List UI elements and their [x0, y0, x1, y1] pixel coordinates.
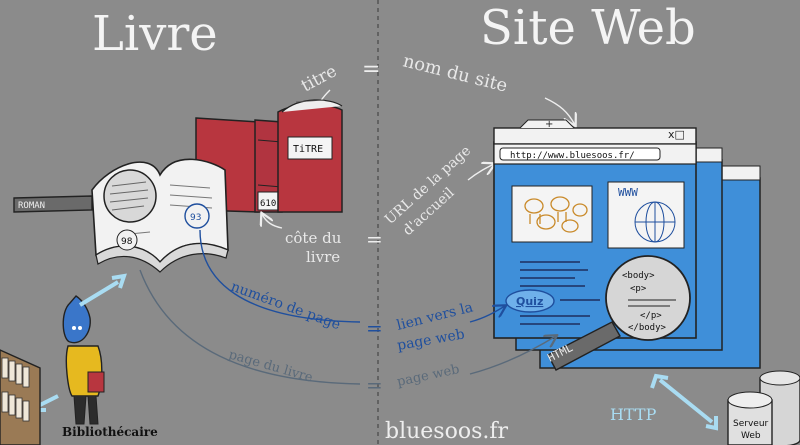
arrow-cote: [262, 214, 283, 229]
open-book: [91, 158, 229, 273]
arrow-lien: [469, 306, 505, 323]
curve-numero-de-page: [199, 229, 361, 323]
code-line-4: </body>: [628, 323, 667, 333]
label-numero-de-page: numéro de page: [229, 279, 343, 334]
equals-1: =: [362, 57, 380, 82]
arrow-nom-du-site: [544, 97, 575, 125]
roman-tag: ROMAN: [18, 201, 45, 211]
curve-page-du-livre: [139, 269, 361, 385]
page-number-left: 98: [121, 237, 133, 247]
equals-3: =: [366, 316, 383, 340]
magnifier-handle: [13, 195, 93, 213]
browser-url[interactable]: http://www.bluesoos.fr/: [510, 151, 635, 161]
server-label-line1: Serveur: [733, 419, 769, 429]
arrow-http: [658, 378, 714, 424]
book-spine-number: 610: [260, 199, 276, 209]
code-magnifier: [547, 255, 691, 371]
browser-new-tab[interactable]: +: [545, 119, 553, 130]
www-text: WWW: [618, 186, 638, 199]
label-page-web: page web: [396, 362, 461, 390]
equals-4: =: [366, 373, 383, 397]
librarian-figure: [62, 295, 105, 425]
label-page-du-livre: page du livre: [227, 347, 315, 385]
http-label: HTTP: [610, 405, 657, 424]
bookshelf: [0, 349, 41, 445]
code-line-2: <p>: [630, 284, 647, 294]
arrow-librarian-shelf: [37, 394, 59, 408]
librarian-label: Bibliothécaire: [62, 425, 158, 439]
arrow-page-web: [469, 336, 556, 375]
page-number-right: 93: [190, 213, 201, 223]
server-label-line2: Web: [741, 431, 761, 441]
heading-site-web: Site Web: [480, 0, 696, 56]
book-cover-title: TiTRE: [293, 144, 323, 155]
equals-2: =: [366, 227, 383, 251]
label-cote-line1: côte du: [285, 229, 342, 247]
arrow-librarian-book: [78, 280, 120, 307]
window-controls[interactable]: x□: [668, 128, 685, 141]
label-titre: titre: [298, 61, 340, 96]
label-cote-line2: livre: [306, 248, 340, 266]
label-nom-du-site: nom du site: [401, 50, 510, 96]
credit[interactable]: bluesoos.fr: [385, 419, 509, 444]
arrow-url: [467, 164, 494, 181]
heading-livre: Livre: [92, 6, 218, 62]
code-line-1: <body>: [622, 271, 655, 281]
code-line-3: </p>: [640, 311, 662, 321]
web-server: [727, 370, 800, 445]
quiz-link[interactable]: Quiz: [516, 295, 543, 308]
